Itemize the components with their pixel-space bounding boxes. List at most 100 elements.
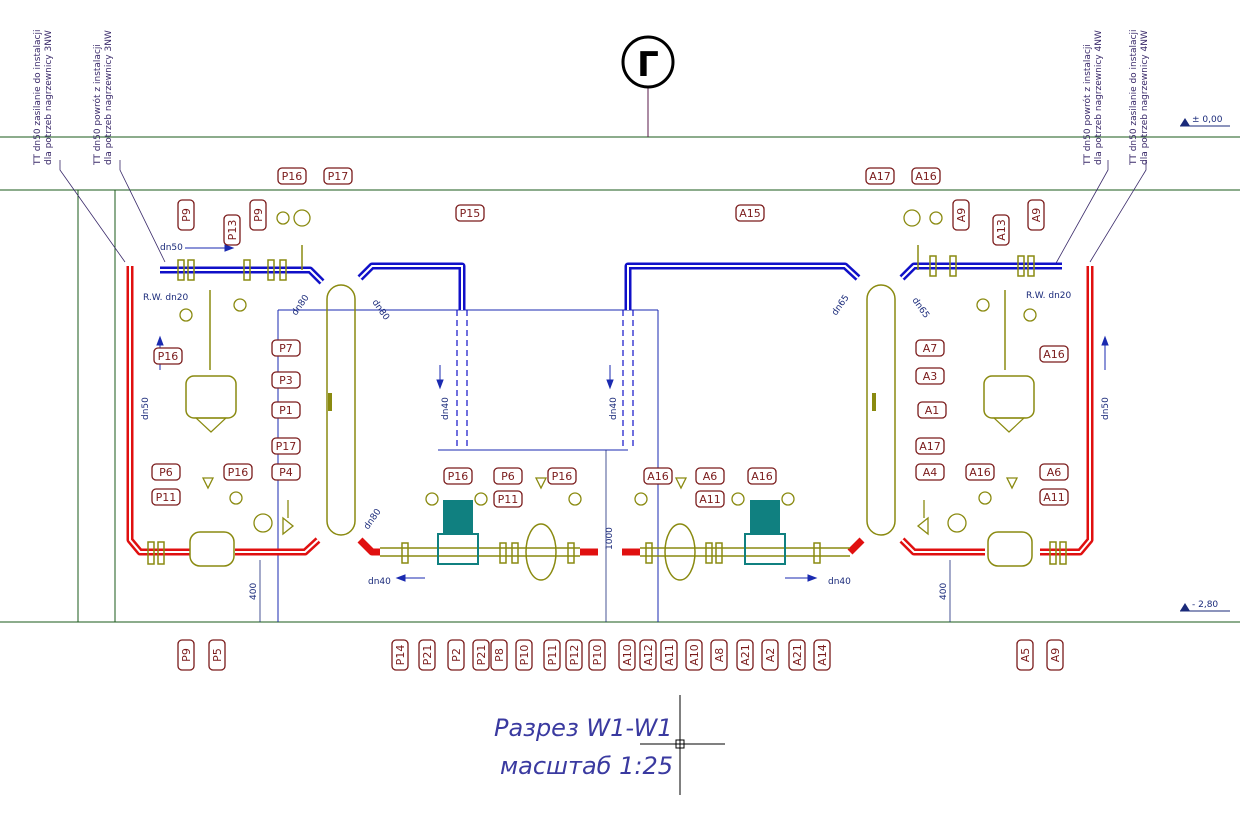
tag-a11a: A11 [1039, 488, 1069, 506]
svg-text:dn50: dn50 [160, 243, 183, 253]
tag-label: P16 [552, 470, 573, 483]
bottom-tag-left-1: P5 [208, 639, 226, 671]
return-dashed-drops [456, 310, 634, 450]
tag-label: P1 [279, 404, 293, 417]
tag-label: P14 [394, 645, 407, 666]
tag-p6a: P6 [151, 463, 181, 481]
tag-p17b: P17 [271, 437, 301, 455]
bottom-tag-middle-left-2: P2 [447, 639, 465, 671]
tag-label: P5 [211, 648, 224, 662]
bottom-tag-middle-right-1: A12 [639, 639, 657, 671]
svg-text:dn40: dn40 [441, 397, 451, 420]
tag-label: A16 [969, 466, 991, 479]
svg-text:TT dn50 powrót z instalacjidla: TT dn50 powrót z instalacjidla potrzeb n… [92, 30, 114, 166]
safety-valves [201, 477, 1019, 536]
bottom-tag-middle-left-8: P10 [588, 639, 606, 671]
tag-a6a: A6 [1039, 463, 1069, 481]
level-bottom-label: - 2,80 [1192, 600, 1218, 610]
tag-label: A2 [764, 648, 777, 663]
bottom-tag-middle-left-7: P12 [565, 639, 583, 671]
tag-a17a: A17 [865, 167, 895, 185]
tag-label: A16 [647, 470, 669, 483]
building-structure [0, 136, 1240, 623]
instruments [179, 209, 1037, 533]
tag-label: A11 [699, 493, 721, 506]
tag-p17a: P17 [323, 167, 353, 185]
separator-bottom-right [987, 531, 1033, 567]
hydraulic-separator-left [326, 284, 356, 536]
expansion-vessel-left [185, 375, 237, 433]
tag-a16d: A16 [643, 467, 673, 485]
tag-label: A6 [703, 470, 718, 483]
tag-label: A7 [923, 342, 938, 355]
tag-a16b: A16 [1039, 345, 1069, 363]
bottom-tag-middle-left-3: P21 [472, 639, 490, 671]
tag-label: P4 [279, 466, 293, 479]
svg-text:1000: 1000 [605, 527, 615, 550]
tag-p16e: P16 [547, 467, 577, 485]
tag-label: P7 [279, 342, 293, 355]
tag-label: A12 [642, 644, 655, 666]
svg-text:TT dn50 zasilanie do instalacj: TT dn50 zasilanie do instalacjidla potrz… [33, 30, 54, 166]
svg-text:TT dn50 zasilanie do instalacj: TT dn50 zasilanie do instalacjidla potrz… [1129, 30, 1150, 166]
tag-label: A6 [1047, 466, 1062, 479]
tag-label: P10 [518, 645, 531, 666]
filter-vessel-left [525, 523, 557, 581]
bottom-tag-middle-right-2: A11 [660, 639, 678, 671]
bottom-tag-middle-left-1: P21 [418, 639, 436, 671]
tag-label: A10 [621, 644, 634, 666]
tag-label: P12 [568, 645, 581, 666]
svg-text:dn50: dn50 [1101, 397, 1111, 420]
tag-label: P21 [475, 645, 488, 666]
tag-p13: P13 [223, 214, 241, 246]
tag-a7: A7 [915, 339, 945, 357]
tag-label: P9 [252, 208, 265, 222]
pump-left [437, 500, 479, 565]
note-right-return: TT dn50 powrót z instalacjidla potrzeb n… [1054, 30, 1109, 266]
grid-bubble-label: Г [637, 45, 659, 85]
bottom-tag-middle-right-3: A10 [685, 639, 703, 671]
tag-label: A15 [739, 207, 761, 220]
svg-text:400: 400 [249, 583, 259, 600]
tag-label: A5 [1019, 648, 1032, 663]
tag-label: A4 [923, 466, 938, 479]
tag-label: P9 [180, 648, 193, 662]
tag-label: P11 [498, 493, 519, 506]
tag-label: A10 [688, 644, 701, 666]
tag-label: A11 [1043, 491, 1065, 504]
tag-label: A13 [995, 219, 1008, 241]
tag-label: A11 [663, 644, 676, 666]
tag-label: A9 [1030, 208, 1043, 223]
tag-p9b: P9 [249, 199, 267, 231]
tag-label: P16 [228, 466, 249, 479]
filter-vessel-right [664, 523, 696, 581]
tag-label: P2 [450, 648, 463, 662]
bottom-tag-right-0: A5 [1016, 639, 1034, 671]
tag-label: P13 [226, 220, 239, 241]
svg-text:dn50: dn50 [141, 397, 151, 420]
bottom-tag-left-0: P9 [177, 639, 195, 671]
bottom-tag-middle-left-6: P11 [543, 639, 561, 671]
tag-label: A3 [923, 370, 938, 383]
bottom-tag-middle-right-0: A10 [618, 639, 636, 671]
tag-a1: A1 [917, 401, 947, 419]
svg-text:R.W. dn20: R.W. dn20 [143, 293, 189, 303]
tag-p4: P4 [271, 463, 301, 481]
hydraulic-separator-right [866, 284, 896, 536]
note-left-supply: TT dn50 zasilanie do instalacjidla potrz… [33, 30, 126, 263]
svg-text:dn80: dn80 [362, 507, 383, 532]
tag-label: P10 [591, 645, 604, 666]
tag-label: A17 [869, 170, 891, 183]
tag-label: A9 [1049, 648, 1062, 663]
flow-arrows [156, 244, 1109, 582]
tag-label: A1 [925, 404, 940, 417]
separator-bottom-left [189, 531, 235, 567]
tag-label: P6 [501, 470, 515, 483]
tag-label: A14 [816, 644, 829, 666]
level-marker-top: ± 0,00 [1180, 115, 1230, 127]
tag-p1: P1 [271, 401, 301, 419]
tag-a9b: A9 [1027, 199, 1045, 231]
svg-text:dn65: dn65 [910, 296, 931, 320]
